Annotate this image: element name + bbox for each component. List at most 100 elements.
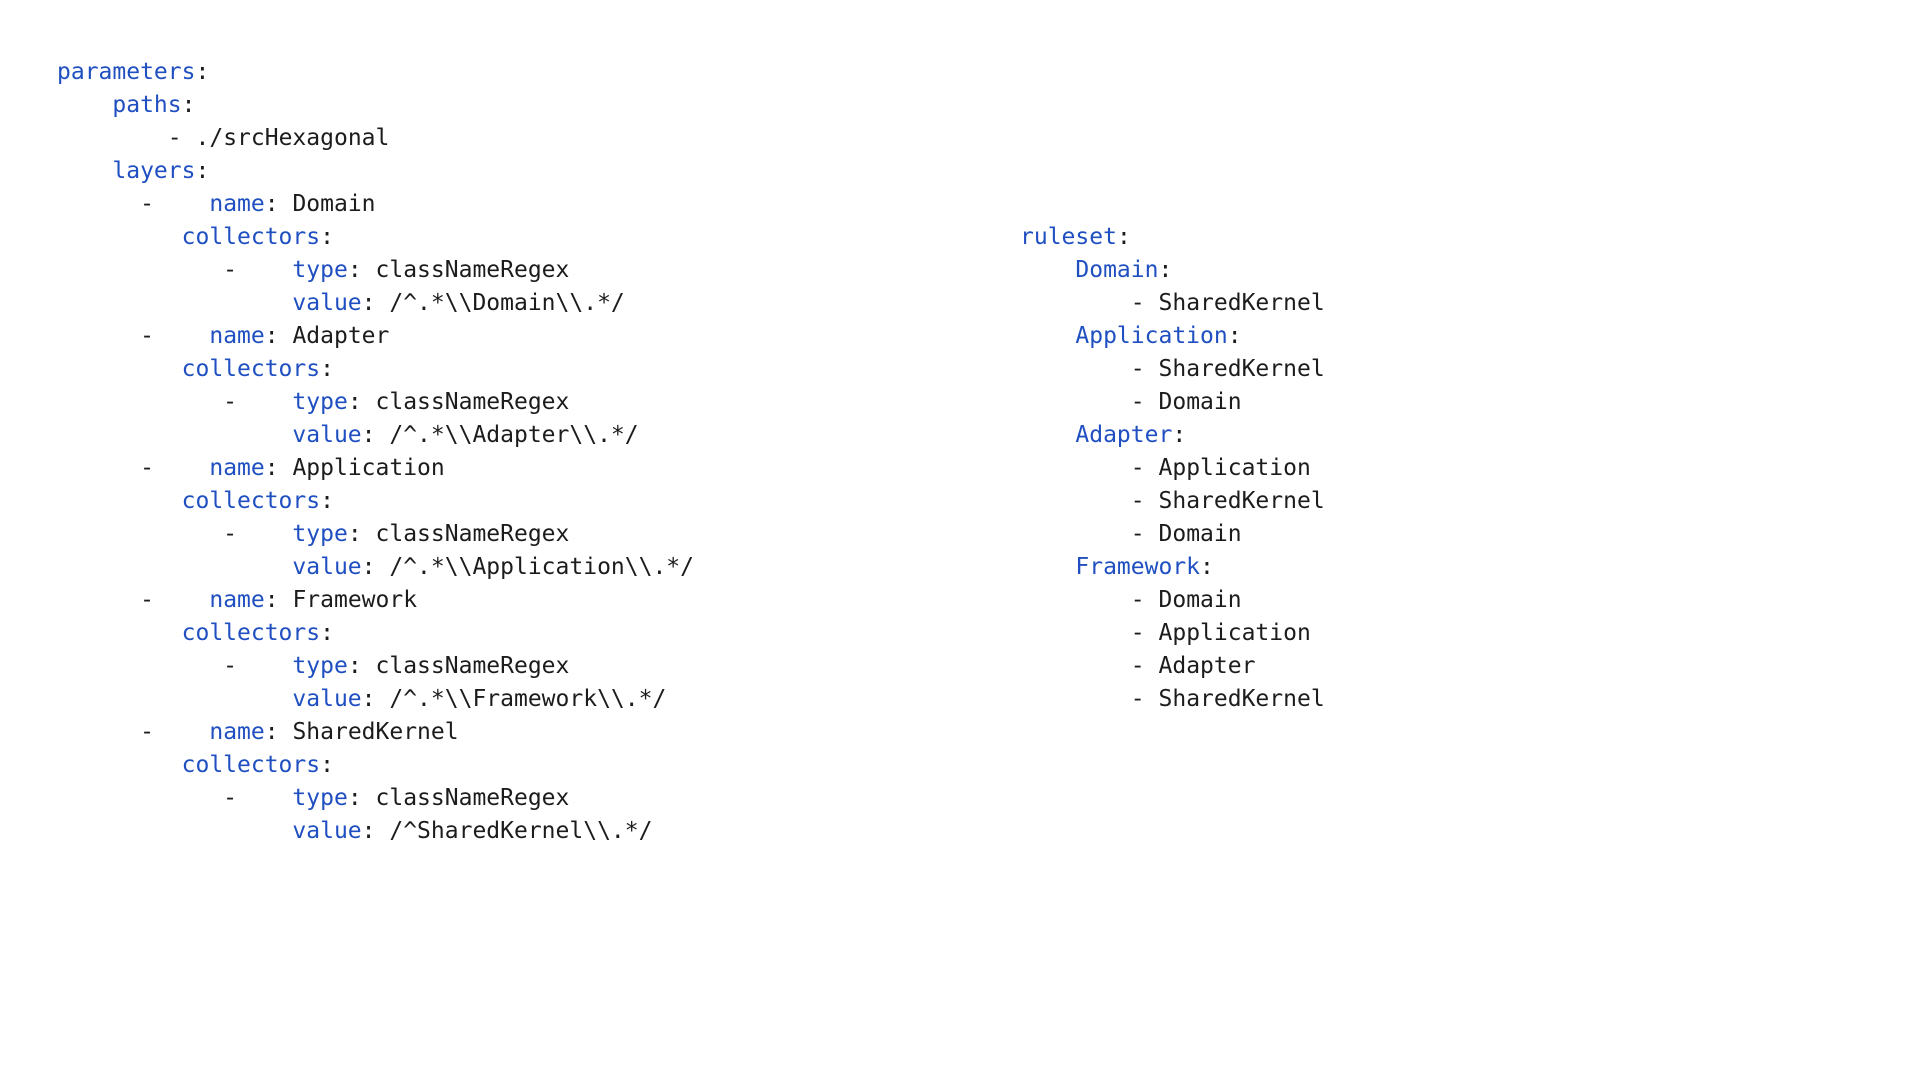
yaml-list-dash: - [140,323,154,349]
yaml-list-dash: - [1130,290,1145,316]
yaml-key: name [209,587,265,613]
yaml-key: value [292,290,362,316]
yaml-colon: : [361,818,390,844]
yaml-indent [1020,422,1075,448]
yaml-line: - SharedKernel [1020,287,1325,320]
yaml-line: collectors: [57,485,694,518]
yaml-list-dash: - [167,125,182,151]
yaml-indent [154,191,209,217]
yaml-indent [57,653,223,679]
yaml-line: collectors: [57,617,694,650]
yaml-key: type [292,389,348,415]
yaml-value: /^.*\\Adapter\\.*/ [389,422,639,448]
yaml-value: /^SharedKernel\\.*/ [389,818,653,844]
yaml-line: - Domain [1020,584,1325,617]
yaml-line: - Adapter [1020,650,1325,683]
yaml-line: - type: classNameRegex [57,386,694,419]
yaml-indent [1145,686,1159,712]
yaml-value: classNameRegex [375,653,570,679]
yaml-list-dash: - [140,455,154,481]
yaml-indent [1145,290,1159,316]
yaml-colon: : [264,455,293,481]
yaml-key: Adapter [1075,422,1173,448]
yaml-colon: : [264,587,293,613]
yaml-indent [57,257,223,283]
yaml-line: collectors: [57,749,694,782]
yaml-line: value: /^.*\\Application\\.*/ [57,551,694,584]
yaml-indent [57,125,168,151]
yaml-list-dash: - [223,257,238,283]
yaml-indent [1145,455,1159,481]
yaml-value: /^.*\\Domain\\.*/ [389,290,625,316]
yaml-line: layers: [57,155,694,188]
yaml-colon: : [347,389,376,415]
yaml-indent [1020,620,1131,646]
yaml-indent [1145,587,1159,613]
yaml-key: Application [1075,323,1228,349]
yaml-indent [57,521,223,547]
yaml-indent [57,455,140,481]
yaml-key: layers [112,158,196,184]
yaml-indent [1145,356,1159,382]
yaml-key: collectors [181,752,321,778]
yaml-value: Domain [1158,521,1242,547]
yaml-value: SharedKernel [1158,686,1325,712]
yaml-colon: : [320,752,334,778]
yaml-value: Framework [292,587,418,613]
yaml-indent [1145,653,1159,679]
yaml-indent [237,389,292,415]
yaml-list-dash: - [1130,389,1145,415]
yaml-key: value [292,422,362,448]
yaml-line: - Application [1020,617,1325,650]
yaml-list-dash: - [223,521,238,547]
yaml-colon: : [347,257,376,283]
yaml-line: - type: classNameRegex [57,782,694,815]
yaml-indent [1020,389,1131,415]
yaml-line: - name: Application [57,452,694,485]
yaml-colon: : [1116,224,1131,250]
yaml-key: collectors [181,620,321,646]
yaml-line: - Application [1020,452,1325,485]
yaml-line: - name: Framework [57,584,694,617]
yaml-key: collectors [181,356,321,382]
yaml-indent [57,554,292,580]
yaml-line: - name: SharedKernel [57,716,694,749]
yaml-key: value [292,686,362,712]
yaml-key: type [292,653,348,679]
yaml-indent [1020,290,1131,316]
yaml-line: value: /^SharedKernel\\.*/ [57,815,694,848]
yaml-line: - ./srcHexagonal [57,122,694,155]
yaml-indent [57,752,182,778]
yaml-line: collectors: [57,353,694,386]
yaml-line: Framework: [1020,551,1325,584]
yaml-key: name [209,191,265,217]
yaml-indent [237,653,292,679]
yaml-indent [1145,521,1159,547]
yaml-colon: : [347,521,376,547]
yaml-line: - SharedKernel [1020,353,1325,386]
yaml-indent [57,620,182,646]
yaml-value: ./srcHexagonal [195,125,390,151]
yaml-key: Domain [1075,257,1159,283]
yaml-list-dash: - [1130,620,1145,646]
yaml-key: value [292,554,362,580]
yaml-colon: : [1172,422,1187,448]
yaml-indent [1020,323,1075,349]
yaml-indent [57,785,223,811]
yaml-line: - name: Domain [57,188,694,221]
yaml-key: type [292,785,348,811]
yaml-key: type [292,521,348,547]
yaml-list-dash: - [140,587,154,613]
yaml-line: value: /^.*\\Adapter\\.*/ [57,419,694,452]
yaml-indent [57,224,182,250]
yaml-indent [154,587,209,613]
yaml-line: - name: Adapter [57,320,694,353]
yaml-list-dash: - [1130,356,1145,382]
yaml-colon: : [320,224,334,250]
yaml-indent [57,422,292,448]
yaml-value: /^.*\\Framework\\.*/ [389,686,667,712]
yaml-list-dash: - [1130,521,1145,547]
yaml-indent [1020,686,1131,712]
yaml-key: name [209,719,265,745]
